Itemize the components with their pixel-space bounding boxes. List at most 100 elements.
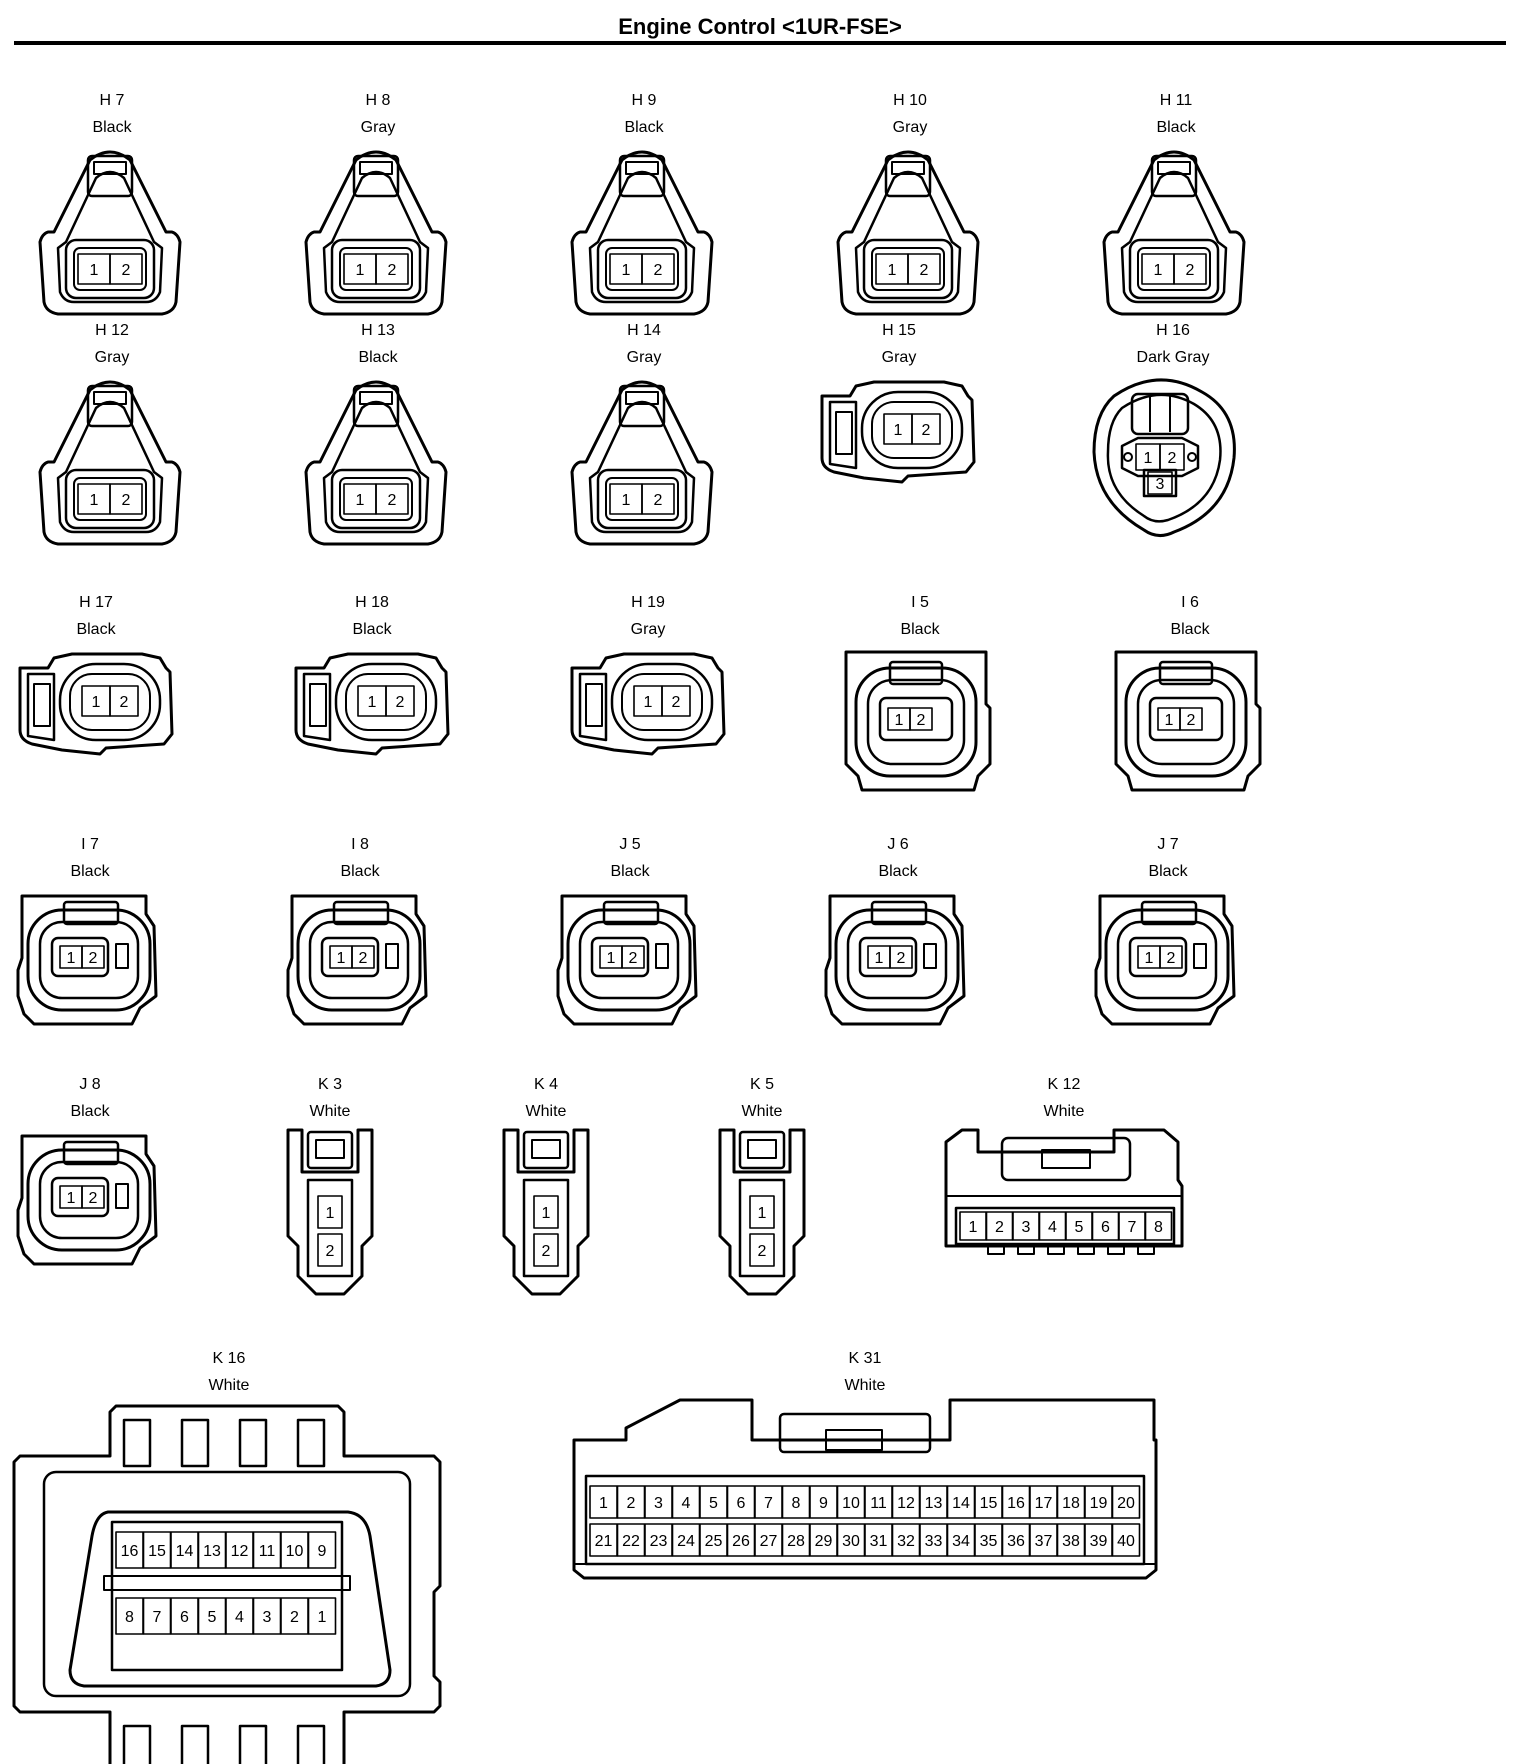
cavity-inner: [1137, 247, 1211, 291]
pin-number: 2: [122, 262, 131, 279]
pin-number: 1: [895, 712, 904, 729]
pin-number: 1: [337, 950, 346, 967]
pin-number: 2: [629, 950, 638, 967]
top-latch: [180, 1418, 210, 1468]
pin-number: 2: [920, 262, 929, 279]
key-slot: [923, 943, 937, 969]
pin-number: 1: [1145, 950, 1154, 967]
pin-number: 26: [732, 1533, 750, 1550]
cavity-outline: [68, 1510, 392, 1688]
pin-number: 13: [203, 1543, 221, 1560]
pin-number: 38: [1062, 1533, 1080, 1550]
lock-window: [625, 391, 659, 405]
cavity-inner: [50, 936, 110, 978]
pin-number: 1: [622, 492, 631, 509]
connector-id: H 16: [1156, 322, 1190, 339]
pin-number: 32: [897, 1533, 915, 1550]
lock-tab: [86, 154, 134, 198]
lock-tab: [1140, 900, 1198, 926]
connector-id: H 11: [1159, 92, 1193, 109]
housing-outline: [1094, 894, 1236, 1026]
housing-outline: [570, 652, 726, 756]
pin-number: 2: [359, 950, 368, 967]
housing-outline: [18, 652, 174, 756]
lock-window: [747, 1139, 777, 1159]
foot: [1017, 1245, 1035, 1255]
pin-number: 7: [153, 1609, 162, 1626]
latch-window: [835, 411, 853, 455]
cavity-outer: [296, 908, 422, 1012]
pin-number: 1: [644, 694, 653, 711]
pin-cell: [109, 685, 139, 717]
pin-number: 10: [286, 1543, 304, 1560]
pin-cell: [749, 1195, 775, 1229]
pin-number: 1: [67, 950, 76, 967]
pin-number: 1: [356, 492, 365, 509]
guide-pin: [1187, 452, 1197, 462]
pin-number: 1: [1154, 262, 1163, 279]
pin-number: 2: [1168, 450, 1177, 467]
housing-outline: [718, 1128, 806, 1296]
pin-number: 2: [897, 950, 906, 967]
connector-color: Black: [878, 863, 918, 880]
pin-number: 23: [650, 1533, 668, 1550]
foot: [1107, 1245, 1125, 1255]
pin-number: 1: [318, 1609, 327, 1626]
pin-number: 36: [1007, 1533, 1025, 1550]
cavity-inner: [1128, 936, 1188, 978]
lock-window: [531, 1139, 561, 1159]
pin-number: 1: [894, 422, 903, 439]
connector-id: K 16: [212, 1350, 246, 1367]
pin-number: 2: [654, 492, 663, 509]
pin-number: 6: [737, 1495, 746, 1512]
cavity-outline: [1120, 436, 1200, 478]
pin-number: 2: [654, 262, 663, 279]
lock-tab: [602, 900, 660, 926]
lock-tab: [62, 1140, 120, 1166]
connector-color: White: [525, 1103, 567, 1120]
pin-cell: [641, 483, 675, 515]
cavity-outer: [58, 662, 162, 742]
housing-outline: [38, 150, 182, 316]
cavity-outer: [334, 662, 438, 742]
connector-id: K 4: [533, 1076, 558, 1093]
connector-color: White: [741, 1103, 783, 1120]
lock-tab: [618, 384, 666, 428]
housing-outline: [944, 1128, 1184, 1248]
cavity-mid: [1136, 678, 1236, 766]
pin-cell: [907, 253, 941, 285]
lock-tab: [778, 1412, 932, 1454]
connector-color: Black: [624, 119, 664, 136]
connector-id: K 31: [848, 1350, 882, 1367]
cavity-inner: [73, 477, 147, 521]
pin-cell: [1159, 945, 1183, 969]
housing-outline: [844, 650, 992, 792]
pin-number: 1: [622, 262, 631, 279]
lock-window: [359, 391, 393, 405]
connector-id: I 6: [1181, 594, 1199, 611]
connector-id: H 13: [361, 322, 395, 339]
pin-number: 2: [388, 492, 397, 509]
key-slot: [115, 1183, 129, 1209]
pin-number: 2: [388, 262, 397, 279]
connector-color: Gray: [626, 349, 662, 366]
pin-number: 34: [952, 1533, 970, 1550]
connector-id: H 15: [882, 322, 916, 339]
bottom-latch: [238, 1724, 268, 1764]
pin-number: 5: [208, 1609, 217, 1626]
pin-cell: [385, 685, 415, 717]
cavity-mid: [38, 920, 140, 1000]
pin-number: 3: [263, 1609, 272, 1626]
